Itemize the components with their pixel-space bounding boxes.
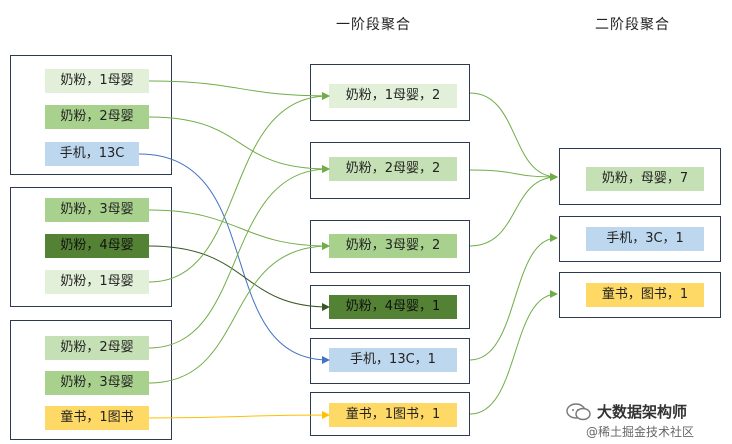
connector — [469, 92, 558, 181]
connector — [469, 290, 558, 415]
connector — [148, 245, 330, 311]
connector — [148, 92, 330, 283]
wechat-icon — [566, 403, 591, 421]
stage1-result: 手机，13C，1 — [329, 348, 457, 372]
watermark-title: 大数据架构师 — [597, 403, 688, 421]
input-item: 奶粉，3母婴 — [45, 371, 149, 395]
input-item: 奶粉，3母婴 — [45, 198, 149, 222]
connector — [148, 209, 330, 250]
connector — [469, 234, 558, 361]
connector — [148, 80, 330, 100]
connector — [469, 169, 558, 181]
stage1-title: 一阶段聚合 — [336, 17, 411, 33]
watermark-subtitle: @稀土掘金技术社区 — [586, 425, 695, 439]
input-item: 奶粉，1母婴 — [45, 69, 149, 93]
connector — [148, 165, 330, 349]
input-item: 奶粉，2母婴 — [45, 105, 149, 129]
stage2-result: 童书，图书，1 — [586, 283, 704, 307]
stage1-result: 奶粉，1母婴，2 — [329, 84, 457, 108]
stage1-result: 奶粉，2母婴，2 — [329, 157, 457, 181]
input-item: 童书，1图书 — [45, 406, 149, 430]
input-item: 奶粉，4母婴 — [45, 234, 149, 258]
connector — [148, 116, 330, 173]
stage1-result: 童书，1图书，1 — [329, 403, 457, 427]
stage2-title: 二阶段聚合 — [595, 17, 670, 33]
stage1-result: 奶粉，4母婴，1 — [329, 295, 457, 319]
input-item: 奶粉，2母婴 — [45, 336, 149, 360]
stage2-result: 奶粉，母婴，7 — [586, 167, 704, 191]
input-item: 奶粉，1母婴 — [45, 270, 149, 294]
connector — [148, 242, 330, 384]
stage2-result: 手机，3C，1 — [586, 227, 704, 251]
connector — [148, 411, 330, 420]
input-item: 手机，13C — [45, 142, 139, 166]
stage1-result: 奶粉，3母婴，2 — [329, 234, 457, 258]
connector — [469, 173, 558, 247]
